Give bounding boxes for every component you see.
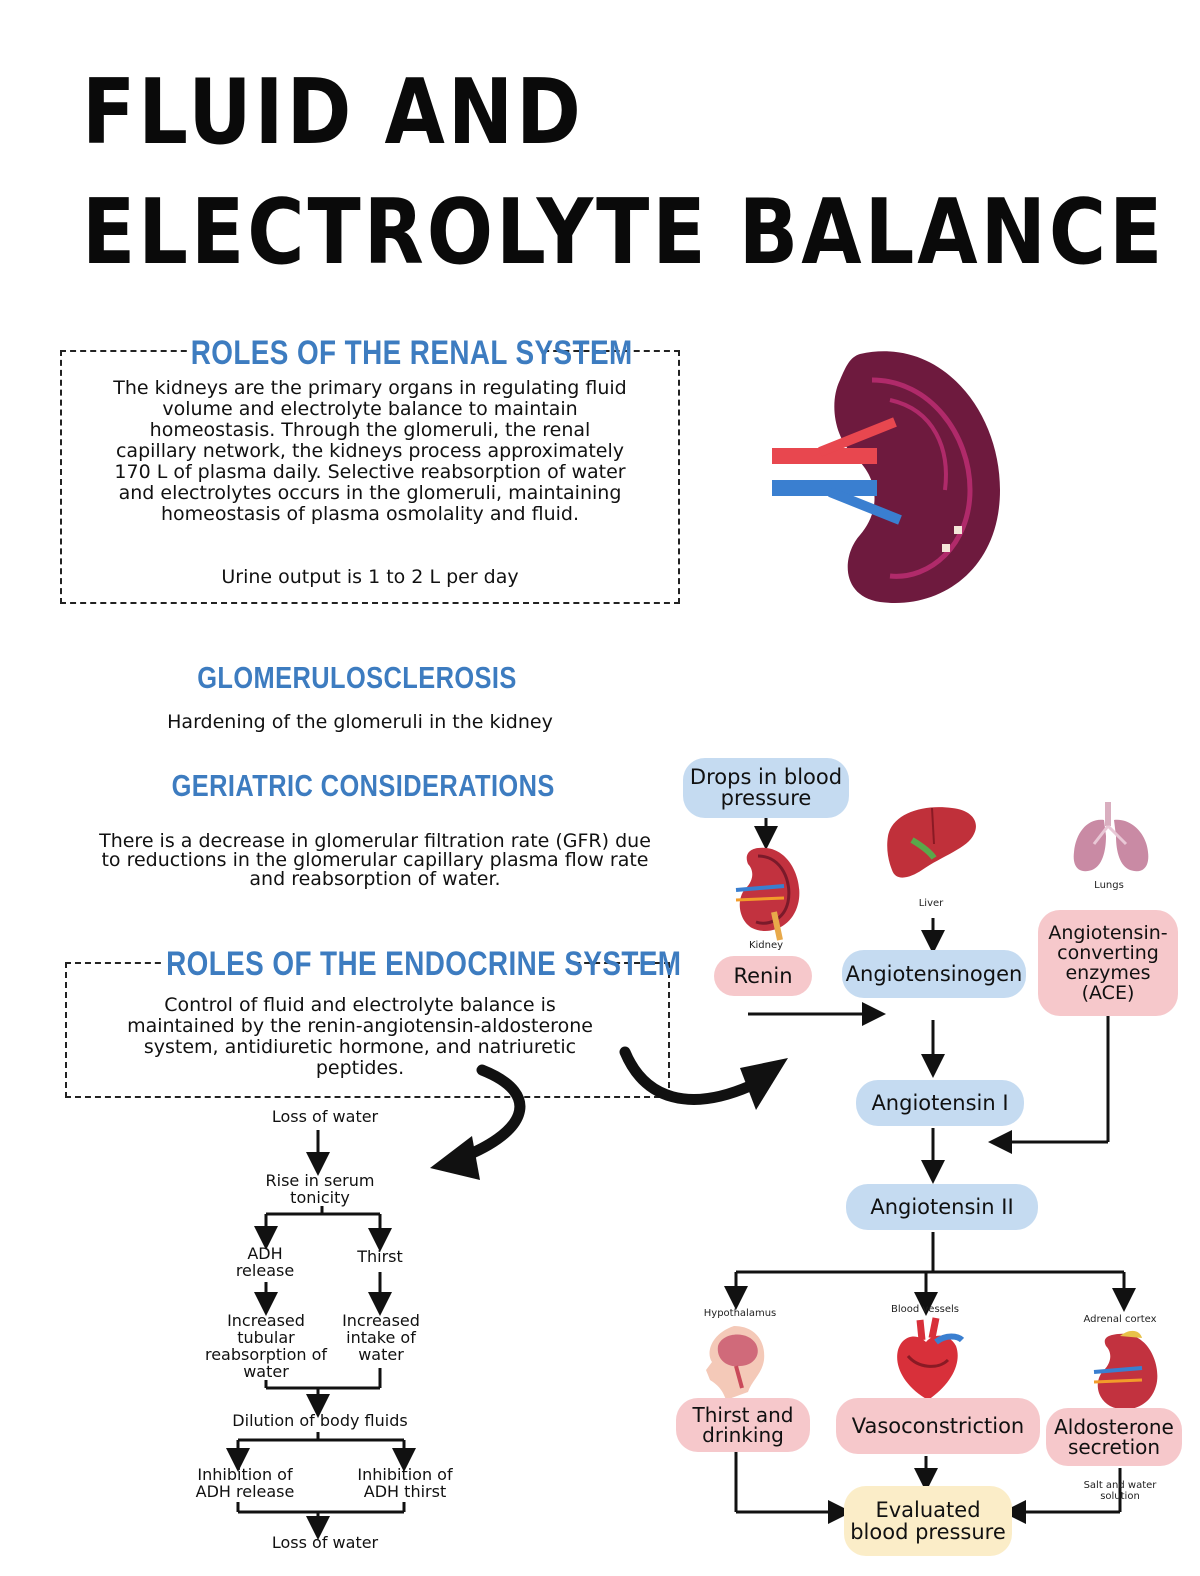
thirst-drinking-box: Thirst and drinking <box>676 1398 810 1452</box>
drops-blood-pressure-box: Drops in blood pressure <box>683 758 849 818</box>
angiotensinogen-box: Angiotensinogen <box>842 950 1026 998</box>
adh-loss-of-water-top: Loss of water <box>271 1107 379 1126</box>
vasoconstriction-box: Vasoconstriction <box>836 1398 1040 1454</box>
glomerulosclerosis-body: Hardening of the glomeruli in the kidney <box>167 711 553 733</box>
lungs-label: Lungs <box>1094 880 1124 891</box>
salt-water-label: Salt and water solution <box>1083 1480 1157 1502</box>
head-brain-icon <box>706 1326 765 1400</box>
adh-rise-serum-tonicity: Rise in serum tonicity <box>265 1171 375 1207</box>
glomerulosclerosis-heading: GLOMERULOSCLEROSIS <box>187 660 527 696</box>
kidney-icon <box>735 847 800 941</box>
adh-increased-tubular: Increased tubular reabsorption of water <box>204 1311 328 1381</box>
adh-inhibition-release: Inhibition of ADH release <box>195 1465 295 1501</box>
ace-box: Angiotensin-converting enzymes (ACE) <box>1038 910 1178 1016</box>
blood-vessels-label: Blood vessels <box>890 1304 960 1315</box>
lungs-icon <box>1073 802 1149 872</box>
geriatric-body: There is a decrease in glomerular filtra… <box>99 830 651 890</box>
title-line-2: ELECTROLYTE BALANCE <box>82 181 1166 285</box>
adh-thirst: Thirst <box>357 1247 403 1266</box>
angiotensin-1-box: Angiotensin I <box>856 1080 1024 1126</box>
aldosterone-box: Aldosterone secretion <box>1046 1408 1182 1466</box>
curved-arrows-icon <box>430 1046 788 1180</box>
kidney-illustration-icon <box>772 351 1000 604</box>
kidney-label: Kidney <box>748 940 784 951</box>
adh-loss-of-water-bottom: Loss of water <box>271 1533 379 1552</box>
title-line-1: FLUID AND <box>82 61 584 165</box>
geriatric-heading: GERIATRIC CONSIDERATIONS <box>169 768 555 804</box>
adrenal-kidney-icon <box>1093 1330 1158 1410</box>
liver-icon <box>887 807 976 878</box>
angiotensin-2-box: Angiotensin II <box>846 1184 1038 1230</box>
endocrine-body: Control of fluid and electrolyte balance… <box>127 994 593 1079</box>
evaluated-blood-pressure-box: Evaluated blood pressure <box>844 1486 1012 1556</box>
renin-box: Renin <box>714 956 812 996</box>
adh-increased-intake: Increased intake of water <box>342 1311 420 1364</box>
adh-dilution: Dilution of body fluids <box>232 1411 408 1430</box>
hypothalamus-label: Hypothalamus <box>703 1308 777 1319</box>
heart-icon <box>897 1317 965 1400</box>
adrenal-cortex-label: Adrenal cortex <box>1083 1314 1157 1325</box>
liver-label: Liver <box>918 898 944 909</box>
urine-output-text: Urine output is 1 to 2 L per day <box>221 566 519 588</box>
renal-body: The kidneys are the primary organs in re… <box>113 377 627 525</box>
adh-inhibition-thirst: Inhibition of ADH thirst <box>357 1465 453 1501</box>
